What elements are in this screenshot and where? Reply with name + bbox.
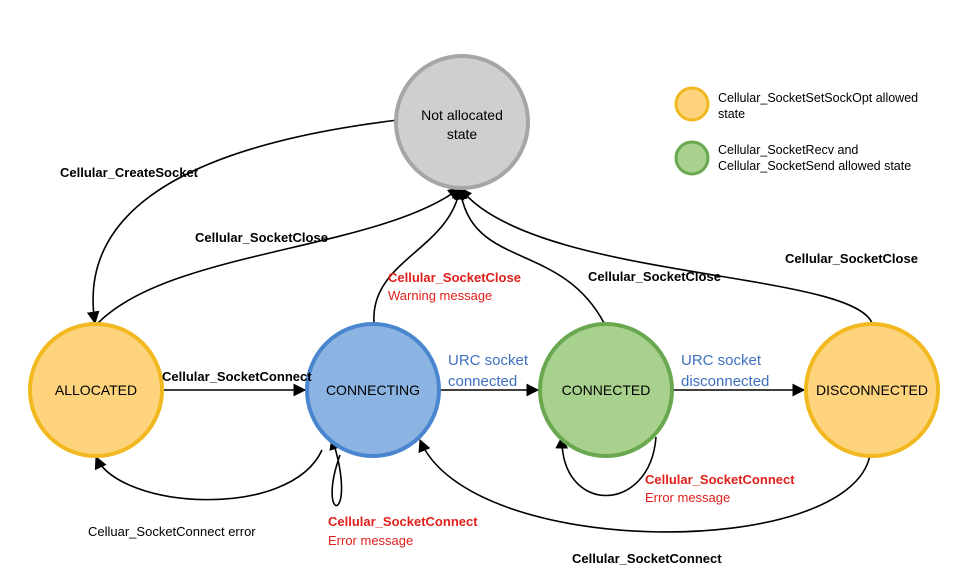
- label-disconnected-connect: Cellular_SocketConnect: [572, 551, 722, 566]
- legend-swatch-setsockopt: [674, 86, 710, 122]
- edge-connecting-self: [329, 436, 343, 507]
- node-not-allocated-line1: Not allocated: [421, 107, 503, 123]
- edge-connecting-close: [373, 186, 465, 324]
- node-disconnected-label: DISCONNECTED: [816, 382, 928, 398]
- node-not-allocated: Not allocated state: [394, 54, 530, 190]
- legend-item-setsockopt: Cellular_SocketSetSockOpt allowed state: [674, 86, 918, 122]
- node-disconnected-circle: [804, 322, 940, 458]
- node-allocated: ALLOCATED: [28, 322, 164, 458]
- node-connecting-circle: [305, 322, 441, 458]
- node-connected-label: CONNECTED: [562, 382, 651, 398]
- label-urc-disconnected-line2: disconnected: [681, 373, 769, 390]
- label-connected-self: Cellular_SocketConnect: [645, 472, 795, 487]
- label-urc-disconnected-line1: URC socket: [681, 352, 762, 369]
- label-create-socket: Cellular_CreateSocket: [60, 165, 199, 180]
- legend-swatch-recv-send: [674, 140, 710, 176]
- node-connecting-label: CONNECTING: [326, 382, 420, 398]
- label-connect-error: Celluar_SocketConnect error: [88, 524, 256, 539]
- edge-allocated-close: [97, 187, 462, 324]
- edge-connected-close: [455, 186, 605, 324]
- label-connecting-close-note: Warning message: [388, 288, 492, 303]
- legend: Cellular_SocketSetSockOpt allowed state …: [674, 86, 918, 176]
- edge-connected-self: [555, 435, 657, 497]
- legend-recv-send-line2: Cellular_SocketSend allowed state: [718, 159, 911, 173]
- legend-setsockopt-line1: Cellular_SocketSetSockOpt allowed: [718, 91, 918, 105]
- edge-disconnected-close: [459, 186, 873, 324]
- label-disconnected-close: Cellular_SocketClose: [785, 251, 918, 266]
- label-urc-connected-line2: connected: [448, 373, 517, 390]
- node-allocated-label: ALLOCATED: [55, 382, 137, 398]
- edge-disconnected-connect: [418, 438, 871, 533]
- legend-item-recv-send: Cellular_SocketRecv and Cellular_SocketS…: [674, 140, 911, 176]
- legend-recv-send-line1: Cellular_SocketRecv and: [718, 143, 858, 157]
- label-urc-connected-line1: URC socket: [448, 352, 529, 369]
- node-not-allocated-circle: [394, 54, 530, 190]
- legend-setsockopt-line2: state: [718, 107, 745, 121]
- node-connected-circle: [538, 322, 674, 458]
- node-disconnected: DISCONNECTED: [804, 322, 940, 458]
- label-connecting-self: Cellular_SocketConnect: [328, 514, 478, 529]
- label-connecting-self-note: Error message: [328, 533, 413, 548]
- label-connected-close: Cellular_SocketClose: [588, 269, 721, 284]
- node-allocated-circle: [28, 322, 164, 458]
- node-connecting: CONNECTING: [305, 322, 441, 458]
- node-not-allocated-line2: state: [447, 126, 478, 142]
- node-connected: CONNECTED: [538, 322, 674, 458]
- label-allocated-connect: Cellular_SocketConnect: [162, 369, 312, 384]
- edge-connect-error: [94, 449, 323, 501]
- label-allocated-close: Cellular_SocketClose: [195, 230, 328, 245]
- label-connecting-close: Cellular_SocketClose: [388, 270, 521, 285]
- label-connected-self-note: Error message: [645, 490, 730, 505]
- edge-create-socket: [86, 119, 399, 325]
